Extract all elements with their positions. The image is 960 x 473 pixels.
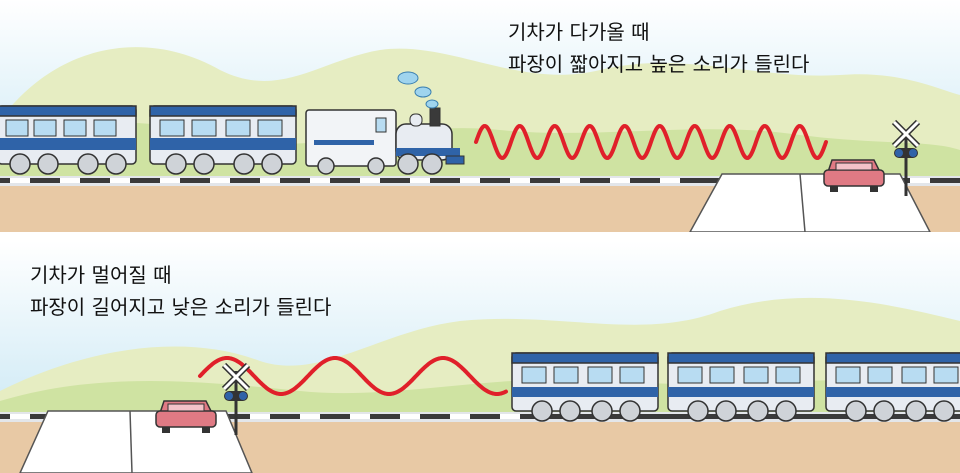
passenger-car: [825, 352, 960, 422]
passenger-car: [667, 352, 815, 422]
caption-approaching: 기차가 다가올 때 파장이 짧아지고 높은 소리가 들린다: [508, 16, 809, 80]
crossing-road: [19, 410, 253, 473]
train-approaching: [0, 71, 465, 175]
caption-receding: 기차가 멀어질 때 파장이 길어지고 낮은 소리가 들린다: [30, 259, 331, 323]
passenger-car: [149, 105, 297, 175]
train-receding: [511, 352, 960, 422]
caption-line-1: 기차가 다가올 때: [508, 20, 650, 44]
scene-approaching: [0, 0, 960, 232]
scene-receding: [0, 241, 960, 473]
car: [823, 159, 885, 192]
panel-receding: 기차가 멀어질 때 파장이 길어지고 낮은 소리가 들린다: [0, 241, 960, 473]
crossing-signal: [891, 119, 921, 196]
rail: [0, 414, 960, 419]
passenger-car: [511, 352, 659, 422]
caption-line-1: 기차가 멀어질 때: [30, 263, 172, 287]
crossing-road: [689, 173, 931, 232]
caption-line-2: 파장이 짧아지고 높은 소리가 들린다: [508, 52, 810, 76]
sound-wave-short-wavelength: [474, 123, 828, 161]
passenger-car: [0, 105, 137, 175]
caption-line-2: 파장이 길어지고 낮은 소리가 들린다: [30, 295, 332, 319]
locomotive: [395, 107, 465, 175]
smoke: [397, 71, 439, 109]
panel-approaching: 기차가 다가올 때 파장이 짧아지고 높은 소리가 들린다: [0, 0, 960, 232]
car: [155, 400, 217, 433]
tender: [305, 109, 397, 175]
rail-ties: [10, 414, 520, 419]
crossing-signal: [221, 362, 251, 435]
sound-wave-long-wavelength: [198, 356, 508, 396]
